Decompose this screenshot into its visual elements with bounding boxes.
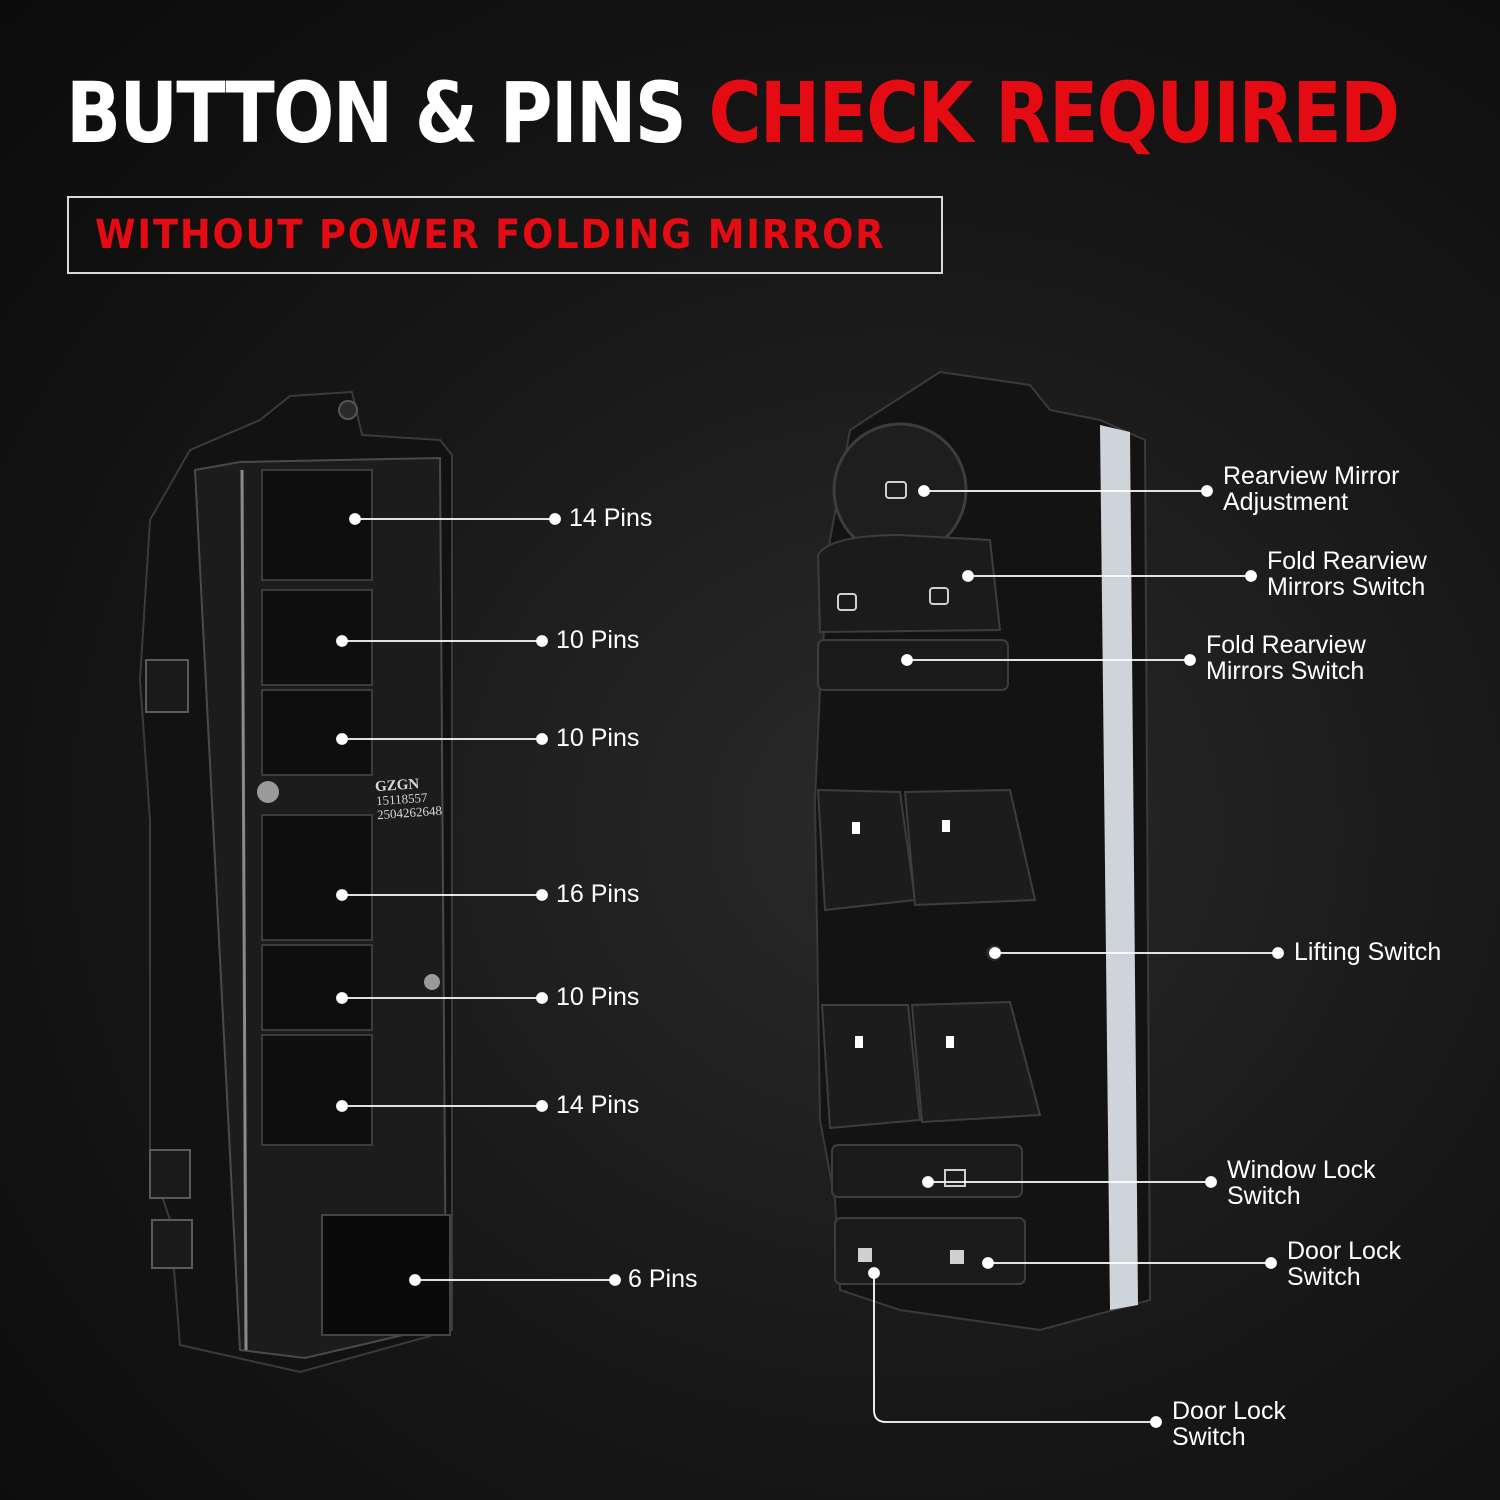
label-line-1: Door Lock — [1172, 1397, 1286, 1425]
label-door-lock-switch-2: Door Lock Switch — [1172, 1398, 1286, 1450]
label-line-1: Fold Rearview — [1206, 631, 1366, 659]
label-line-2: Switch — [1172, 1423, 1246, 1451]
switch-back-view — [138, 390, 453, 1374]
label-line-1: Door Lock — [1287, 1237, 1401, 1265]
label-line-2: Mirrors Switch — [1206, 657, 1365, 685]
pin-label-16: 16 Pins — [556, 880, 640, 908]
label-line-1: Window Lock — [1227, 1156, 1376, 1184]
title-part-red: CHECK REQUIRED — [708, 64, 1399, 162]
label-lifting-switch: Lifting Switch — [1294, 939, 1441, 965]
label-line-1: Lifting Switch — [1294, 938, 1442, 966]
label-line-2: Mirrors Switch — [1267, 573, 1426, 601]
switch-front-view — [813, 370, 1152, 1332]
pin-label-10-c: 10 Pins — [556, 983, 640, 1011]
label-fold-mirrors-switch-2: Fold Rearview Mirrors Switch — [1206, 632, 1366, 684]
label-fold-mirrors-switch-1: Fold Rearview Mirrors Switch — [1267, 548, 1427, 600]
label-line-1: Fold Rearview — [1267, 547, 1427, 575]
warning-text: WITHOUT POWER FOLDING MIRROR — [95, 212, 886, 258]
label-line-2: Switch — [1287, 1263, 1361, 1291]
title-part-white: BUTTON & PINS — [66, 64, 687, 162]
switch-leader-lines — [868, 485, 1284, 1428]
label-window-lock-switch: Window Lock Switch — [1227, 1157, 1376, 1209]
pin-label-14-upper: 14 Pins — [569, 504, 653, 532]
label-line-2: Adjustment — [1223, 488, 1349, 516]
label-line-2: Switch — [1227, 1182, 1301, 1210]
label-line-1: Rearview Mirror — [1223, 462, 1400, 490]
label-door-lock-switch-1: Door Lock Switch — [1287, 1238, 1401, 1290]
pin-label-10-b: 10 Pins — [556, 724, 640, 752]
pin-label-6: 6 Pins — [628, 1265, 698, 1293]
serial-number-print: GZGN 15118557 2504262648 — [375, 776, 443, 822]
label-rearview-mirror-adjustment: Rearview Mirror Adjustment — [1223, 463, 1399, 515]
pin-label-14-lower: 14 Pins — [556, 1091, 640, 1119]
pin-label-10-a: 10 Pins — [556, 626, 640, 654]
warning-banner: WITHOUT POWER FOLDING MIRROR — [67, 196, 943, 274]
pin-leader-lines — [336, 513, 621, 1286]
page-title: BUTTON & PINS CHECK REQUIRED — [66, 58, 1400, 168]
